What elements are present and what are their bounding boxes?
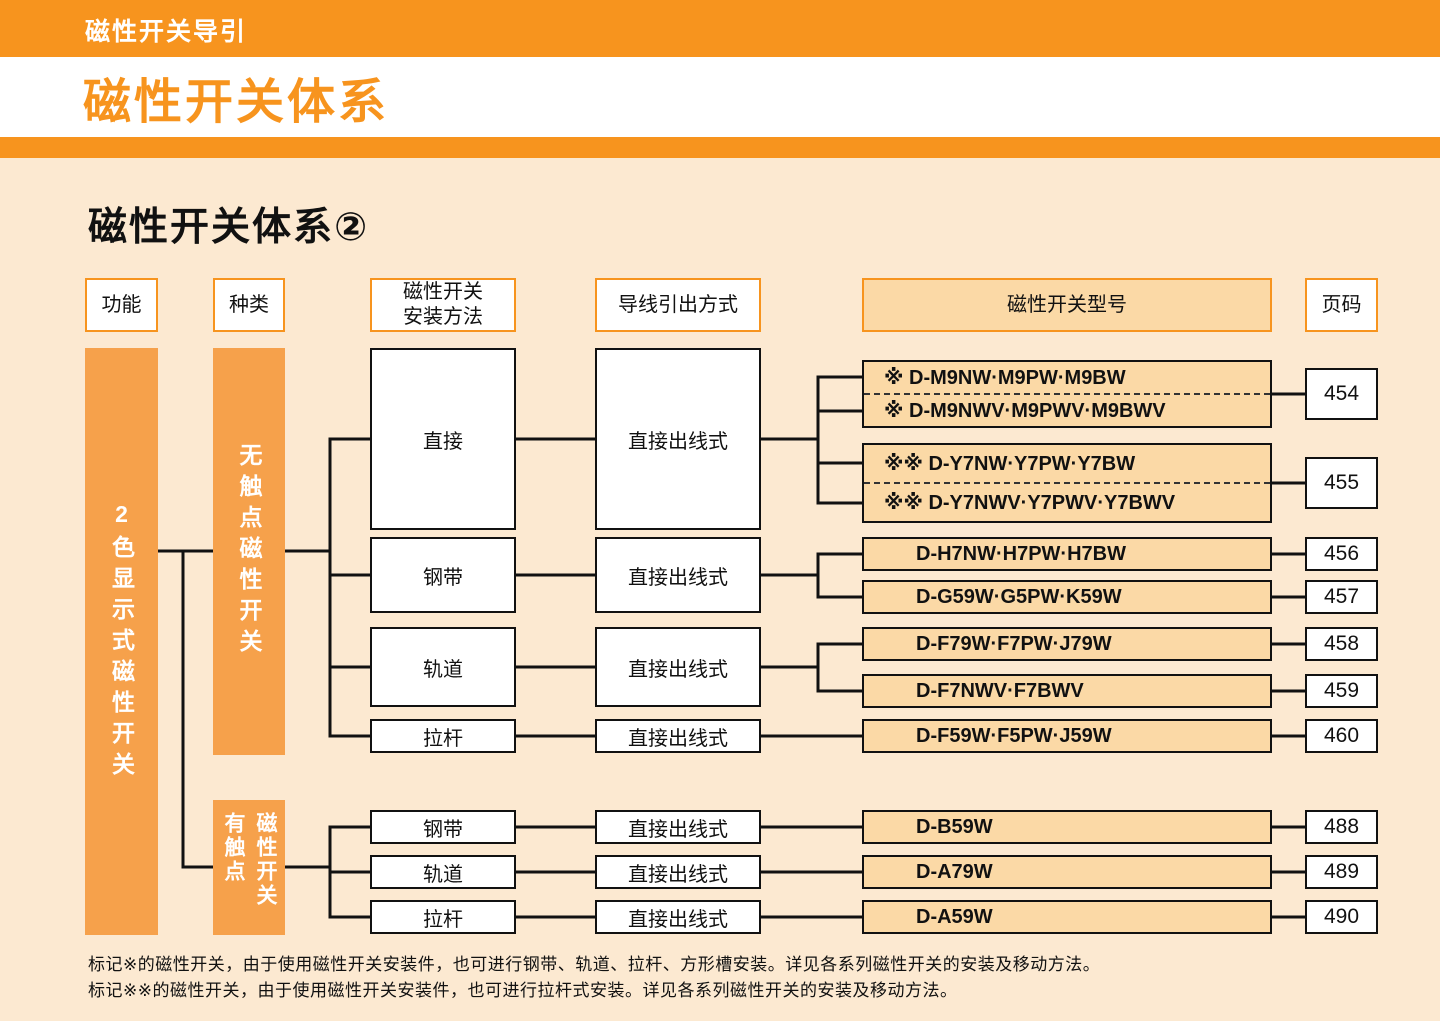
model-label: ※※ D-Y7NWV·Y7PWV·Y7BWV [884, 492, 1176, 514]
model-box-b59: D-B59W [862, 810, 1272, 844]
function-box: 2色显示式磁性开关 [85, 348, 158, 935]
mount-box-direct: 直接 [370, 348, 516, 530]
type-box-reed: 有触点 磁性开关 [213, 800, 285, 935]
mount-box-tierod: 拉杆 [370, 719, 516, 753]
model-label: ※ D-M9NW·M9PW·M9BW [864, 362, 1270, 395]
page-box-488: 488 [1305, 810, 1378, 844]
lead-box-6: 直接出线式 [595, 855, 761, 889]
page-box-459: 459 [1305, 674, 1378, 708]
page-box-490: 490 [1305, 900, 1378, 934]
type-reed-label-col2: 磁性开关 [254, 812, 277, 908]
model-box-h7: D-H7NW·H7PW·H7BW [862, 537, 1272, 571]
model-group-m9: ※ D-M9NW·M9PW·M9BW ※ D-M9NWV·M9PWV·M9BWV [862, 360, 1272, 428]
model-label: D-B59W [916, 815, 993, 838]
model-label: D-F7NWV·F7BWV [916, 679, 1084, 702]
lead-box-1: 直接出线式 [595, 348, 761, 530]
footnote-2: 标记※※的磁性开关，由于使用磁性开关安装件，也可进行拉杆式安装。详见各系列磁性开… [88, 981, 958, 1000]
type-reed-label-col1: 有触点 [222, 812, 245, 884]
model-label: D-H7NW·H7PW·H7BW [916, 542, 1126, 565]
model-box-a79: D-A79W [862, 855, 1272, 889]
header-page: 页码 [1305, 278, 1378, 332]
footnote-1: 标记※的磁性开关，由于使用磁性开关安装件，也可进行钢带、轨道、拉杆、方形槽安装。… [88, 955, 1101, 974]
page-box-460: 460 [1305, 719, 1378, 753]
page-title: 磁性开关体系 [83, 76, 390, 129]
model-box-f59: D-F59W·F5PW·J59W [862, 719, 1272, 753]
model-label: D-F79W·F7PW·J79W [916, 632, 1112, 655]
model-box-f7nwv: D-F7NWV·F7BWV [862, 674, 1272, 708]
header-function: 功能 [85, 278, 158, 332]
mount-box-rail-lower: 轨道 [370, 855, 516, 889]
model-label: ※ D-M9NWV·M9PWV·M9BWV [884, 400, 1166, 422]
header-mounting: 磁性开关 安装方法 [370, 278, 516, 332]
page-box-455: 455 [1305, 457, 1378, 509]
lead-box-5: 直接出线式 [595, 810, 761, 844]
title-underline-bar [0, 137, 1440, 158]
lead-box-3: 直接出线式 [595, 627, 761, 707]
model-group-y7: ※※ D-Y7NW·Y7PW·Y7BW ※※ D-Y7NWV·Y7PWV·Y7B… [862, 443, 1272, 523]
model-box-f79: D-F79W·F7PW·J79W [862, 627, 1272, 661]
model-box-g59: D-G59W·G5PW·K59W [862, 580, 1272, 614]
page-box-454: 454 [1305, 368, 1378, 420]
page-box-456: 456 [1305, 537, 1378, 571]
page-box-458: 458 [1305, 627, 1378, 661]
lead-box-4: 直接出线式 [595, 719, 761, 753]
top-banner-bar [0, 0, 1440, 57]
model-label: D-F59W·F5PW·J59W [916, 724, 1112, 747]
section-title: 磁性开关体系② [88, 206, 370, 249]
mount-box-tierod-lower: 拉杆 [370, 900, 516, 934]
mount-box-band: 钢带 [370, 537, 516, 613]
type-box-solid-state: 无触点磁性开关 [213, 348, 285, 755]
model-label: D-A79W [916, 860, 993, 883]
page-box-489: 489 [1305, 855, 1378, 889]
header-lead-wire: 导线引出方式 [595, 278, 761, 332]
model-label: D-G59W·G5PW·K59W [916, 585, 1122, 608]
model-label: D-A59W [916, 905, 993, 928]
function-label: 2色显示式磁性开关 [108, 500, 135, 783]
page-box-457: 457 [1305, 580, 1378, 614]
banner-tab-label: 磁性开关导引 [85, 18, 248, 46]
lead-box-2: 直接出线式 [595, 537, 761, 613]
mount-box-rail: 轨道 [370, 627, 516, 707]
model-box-a59: D-A59W [862, 900, 1272, 934]
lead-box-7: 直接出线式 [595, 900, 761, 934]
mount-box-band-lower: 钢带 [370, 810, 516, 844]
type-solid-state-label: 无触点磁性开关 [236, 443, 262, 660]
header-model: 磁性开关型号 [862, 278, 1272, 332]
header-type: 种类 [213, 278, 285, 332]
model-label: ※※ D-Y7NW·Y7PW·Y7BW [864, 445, 1270, 484]
